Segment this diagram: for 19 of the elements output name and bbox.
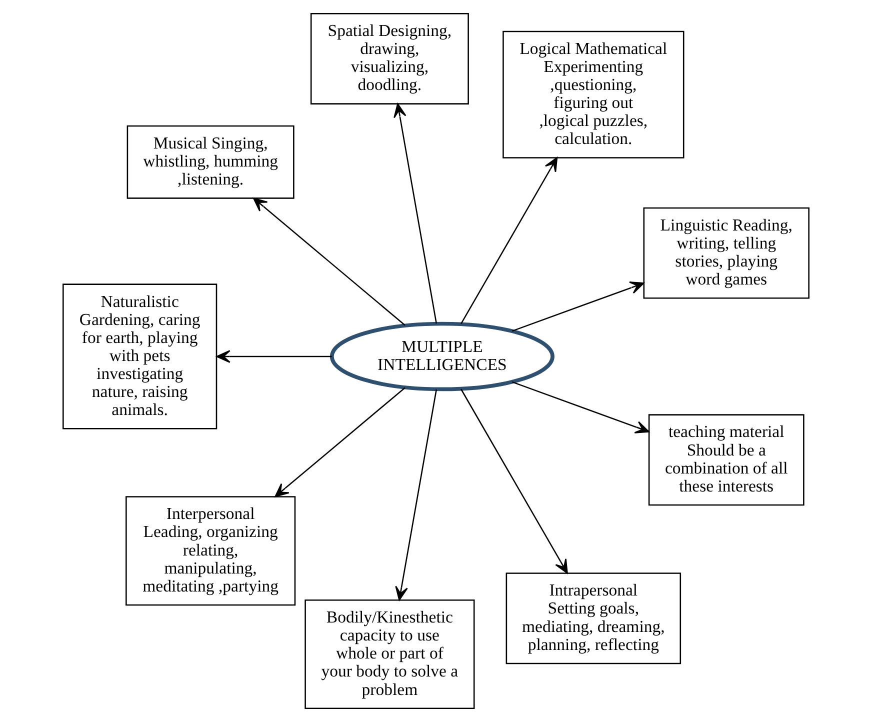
arrow bbox=[511, 282, 644, 332]
arrow bbox=[511, 381, 649, 434]
arrow bbox=[460, 388, 568, 574]
node-box: Intrapersonal Setting goals, mediating, dreaming, planning, reflecting bbox=[505, 572, 681, 664]
node-box: teaching material Should be a combination of all these interests bbox=[648, 414, 804, 506]
arrow bbox=[460, 157, 558, 324]
arrow bbox=[216, 350, 332, 363]
arrow bbox=[394, 389, 437, 601]
node-box: Interpersonal Leading, organizing relating, manipulating, meditating ,partying bbox=[125, 496, 296, 606]
arrow bbox=[274, 387, 405, 498]
node-box: Linguistic Reading, writing, telling stories, playing word games bbox=[642, 207, 809, 299]
arrow bbox=[393, 103, 437, 324]
node-ellipse: MULTIPLE INTELLIGENCES bbox=[329, 322, 554, 392]
arrow bbox=[252, 198, 405, 326]
node-box: Musical Singing, whistling, humming ,listening. bbox=[126, 125, 294, 199]
node-box: Naturalistic Gardening, caring for earth, playing with pets investigating nature, raising animals. bbox=[62, 284, 217, 430]
node-box: Spatial Designing, drawing, visualizing, doodling. bbox=[310, 12, 468, 104]
node-box: Bodily/Kinesthetic capacity to use whole or part of your body to solve a problem bbox=[304, 600, 474, 710]
node-box: Logical Mathematical Experimenting ,questioning, figuring out ,logical puzzles, calculation. bbox=[502, 30, 684, 158]
